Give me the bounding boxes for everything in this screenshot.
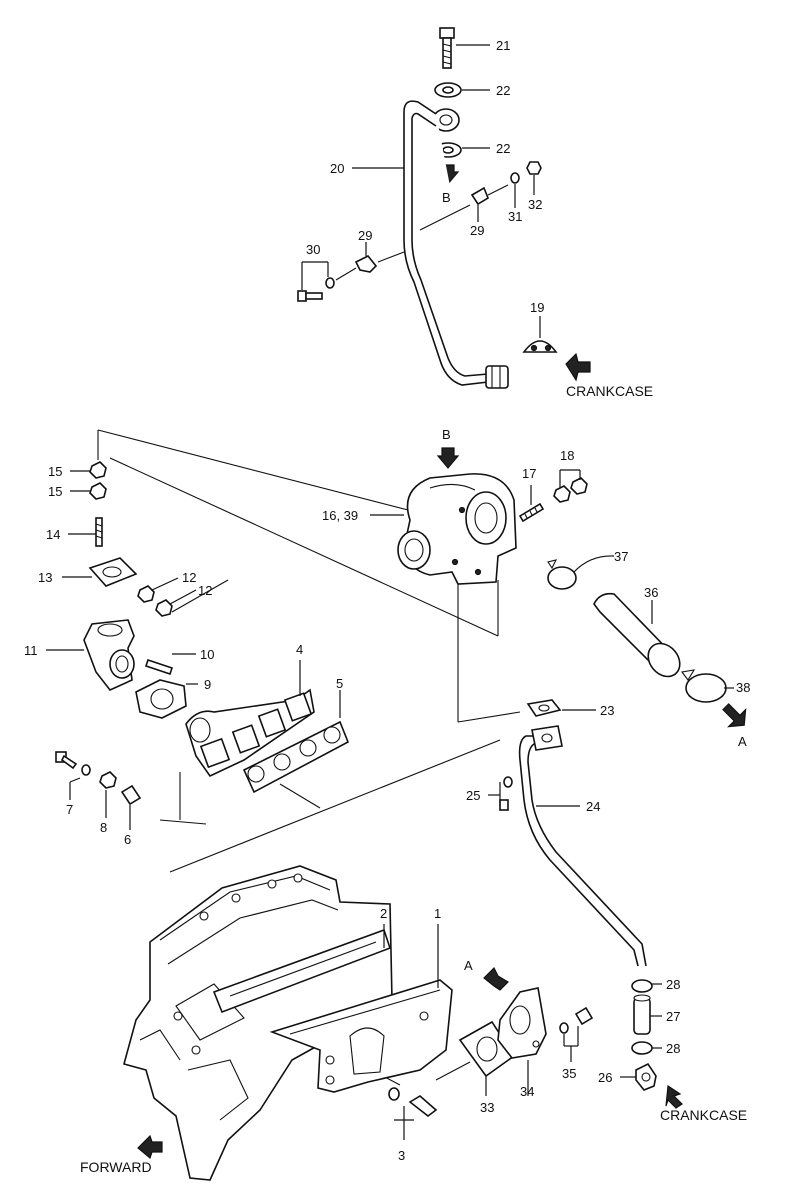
callout-12b: 12 xyxy=(198,583,212,598)
crankcase-arrow-bottom xyxy=(665,1084,683,1109)
nut-8 xyxy=(99,771,117,789)
stud-17 xyxy=(518,502,545,523)
callout-4: 4 xyxy=(296,642,303,657)
marker-b-arrow-turbo xyxy=(436,447,460,469)
drain-pipe-24 xyxy=(518,725,647,967)
nuts-18 xyxy=(553,477,588,503)
callout-37: 37 xyxy=(614,549,628,564)
forward-arrow xyxy=(137,1134,163,1160)
marker-a-right: A xyxy=(738,734,747,749)
callout-18: 18 xyxy=(560,448,574,463)
callout-31: 31 xyxy=(508,209,522,224)
callout-13: 13 xyxy=(38,570,52,585)
callout-25: 25 xyxy=(466,788,480,803)
callout-35: 35 xyxy=(562,1066,576,1081)
callout-9: 9 xyxy=(204,677,211,692)
clamp-28-upper xyxy=(631,979,653,993)
intake-gasket-2 xyxy=(212,928,392,1014)
exhaust-manifold-4 xyxy=(185,688,315,778)
oil-feed-pipe-20 xyxy=(403,100,509,389)
plug-6 xyxy=(120,784,142,806)
washer-22-upper xyxy=(434,82,462,98)
callout-36: 36 xyxy=(644,585,658,600)
callout-6: 6 xyxy=(124,832,131,847)
callout-30: 30 xyxy=(306,242,320,257)
callout-10: 10 xyxy=(200,647,214,662)
bolts-3 xyxy=(388,1087,438,1118)
callout-34: 34 xyxy=(520,1084,534,1099)
callout-11: 11 xyxy=(24,643,38,658)
callout-15b: 15 xyxy=(48,484,62,499)
marker-b-turbo: B xyxy=(442,427,451,442)
callout-32: 32 xyxy=(528,197,542,212)
callout-12a: 12 xyxy=(182,570,196,585)
a-arrow-mid xyxy=(483,966,509,991)
callout-27: 27 xyxy=(666,1009,680,1024)
callout-28b: 28 xyxy=(666,1041,680,1056)
marker-a-mid: A xyxy=(464,958,473,973)
callout-38: 38 xyxy=(736,680,750,695)
bolt-21 xyxy=(439,27,455,69)
caption-crankcase-bottom: CRANKCASE xyxy=(660,1107,747,1123)
callout-7: 7 xyxy=(66,802,73,817)
nuts-15 xyxy=(89,461,107,500)
callout-22a: 22 xyxy=(496,83,510,98)
callout-17: 17 xyxy=(522,466,536,481)
bolt-30-washer xyxy=(297,277,335,302)
exhaust-gasket-5 xyxy=(242,720,350,794)
intake-manifold-1 xyxy=(269,979,453,1093)
engine-block xyxy=(123,865,393,1181)
callout-24: 24 xyxy=(586,799,600,814)
nuts-12 xyxy=(137,585,173,617)
fitting-19 xyxy=(522,340,558,353)
callout-3: 3 xyxy=(398,1148,405,1163)
callout-5: 5 xyxy=(336,676,343,691)
callout-20: 20 xyxy=(330,161,344,176)
clip-29-left xyxy=(354,254,378,273)
clamp-38 xyxy=(681,669,727,703)
hose-27 xyxy=(633,994,651,1035)
stud-14 xyxy=(95,517,103,547)
gasket-13 xyxy=(88,557,138,587)
bolts-35 xyxy=(559,1006,594,1034)
bolt-washer-7 xyxy=(55,751,91,776)
hose-36 xyxy=(593,592,681,678)
crankcase-arrow-top xyxy=(565,352,591,382)
washer-31 xyxy=(510,172,520,184)
gasket-9 xyxy=(135,679,187,719)
callout-33: 33 xyxy=(480,1100,494,1115)
callout-14: 14 xyxy=(46,527,60,542)
callout-21: 21 xyxy=(496,38,510,53)
stud-10 xyxy=(144,658,174,676)
callout-16-39: 16, 39 xyxy=(322,508,358,523)
elbow-fitting-26 xyxy=(635,1062,657,1091)
clamp-28-lower xyxy=(631,1041,653,1055)
marker-b-top: B xyxy=(442,190,451,205)
caption-crankcase-top: CRANKCASE xyxy=(566,383,653,399)
callout-8: 8 xyxy=(100,820,107,835)
exhaust-elbow-11 xyxy=(83,619,135,691)
clamp-37 xyxy=(547,559,577,590)
gasket-23 xyxy=(526,699,562,717)
callout-29a: 29 xyxy=(358,228,372,243)
intake-elbow-34 xyxy=(497,987,547,1059)
callout-28a: 28 xyxy=(666,977,680,992)
callout-15a: 15 xyxy=(48,464,62,479)
callout-26: 26 xyxy=(598,1070,612,1085)
bolt-washer-25 xyxy=(499,776,513,811)
clip-29-right xyxy=(470,186,489,206)
caption-forward: FORWARD xyxy=(80,1159,152,1175)
callout-29b: 29 xyxy=(470,223,484,238)
callout-22b: 22 xyxy=(496,141,510,156)
callout-2: 2 xyxy=(380,906,387,921)
a-arrow-right xyxy=(722,703,747,728)
nut-32 xyxy=(526,161,542,175)
callout-23: 23 xyxy=(600,703,614,718)
turbocharger-16-39 xyxy=(397,473,517,585)
callout-1: 1 xyxy=(434,906,441,921)
callout-19: 19 xyxy=(530,300,544,315)
